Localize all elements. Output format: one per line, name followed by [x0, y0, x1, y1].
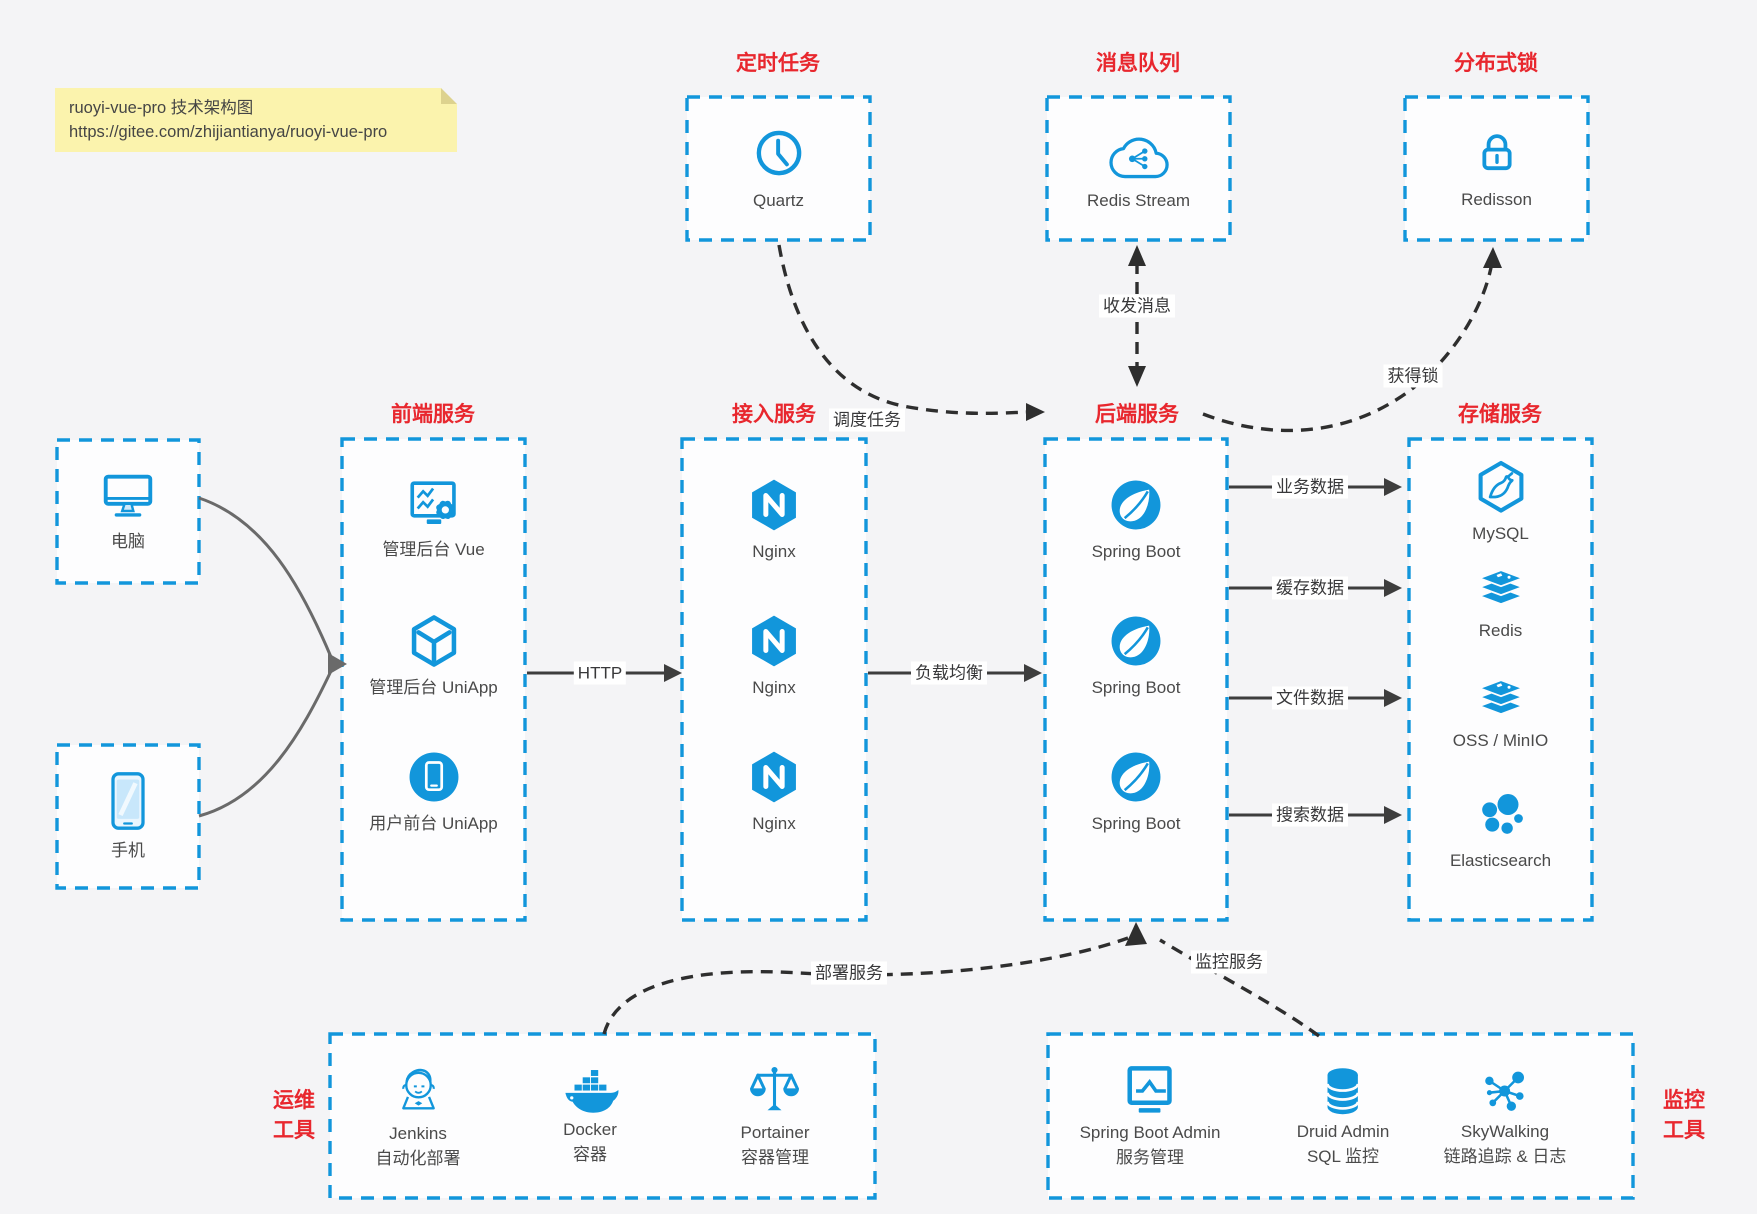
devops-item-docker: Docker 容器 — [559, 1066, 621, 1166]
devops-item-jenkins: Jenkins 自动化部署 — [376, 1062, 461, 1170]
sticky-note: ruoyi-vue-pro 技术架构图 https://gitee.com/zh… — [55, 88, 457, 152]
elasticsearch-icon — [1473, 787, 1529, 843]
database-icon — [1318, 1064, 1368, 1118]
edge-label-business-data: 业务数据 — [1272, 475, 1348, 499]
gateway-item-nginx-2: Nginx — [682, 612, 866, 699]
edge-label-search-data: 搜索数据 — [1272, 803, 1348, 827]
spring-boot-icon — [1107, 748, 1165, 806]
client-curves — [198, 496, 333, 818]
edge-label-file-data: 文件数据 — [1272, 686, 1348, 710]
pc-label: 电脑 — [111, 532, 145, 551]
spring-boot-icon — [1107, 612, 1165, 670]
edge-label-load-balance: 负载均衡 — [911, 661, 987, 685]
monitoring-item-sba: Spring Boot Admin 服务管理 — [1080, 1063, 1220, 1169]
devops-box: Jenkins 自动化部署 Docker 容器 — [330, 1034, 875, 1198]
edge-label-monitor-service: 监控服务 — [1191, 950, 1267, 974]
docker-icon — [559, 1066, 621, 1116]
backend-box: Spring Boot Spring Boot Spring Boot — [1045, 439, 1227, 920]
group-title-backend: 后端服务 — [1095, 403, 1179, 426]
smartphone-icon — [105, 771, 151, 831]
redis-stream-label: Redis Stream — [1087, 191, 1190, 210]
redis-stream-box: Redis Stream — [1047, 97, 1230, 240]
mobile-label: 手机 — [111, 841, 145, 860]
desktop-icon — [97, 470, 159, 522]
jenkins-icon — [391, 1062, 445, 1120]
uniapp-cube-icon — [405, 612, 463, 670]
mysql-icon — [1472, 458, 1530, 516]
lock-icon — [1470, 126, 1524, 180]
redisson-box: Redisson — [1405, 97, 1588, 240]
group-title-devops: 运维 工具 — [273, 1089, 315, 1142]
note-title: ruoyi-vue-pro 技术架构图 — [69, 99, 254, 117]
backend-item-springboot-3: Spring Boot — [1045, 748, 1227, 835]
deploy-curve — [602, 936, 1129, 1035]
storage-item-elasticsearch: Elasticsearch — [1409, 787, 1592, 872]
backend-item-springboot-1: Spring Boot — [1045, 476, 1227, 563]
edge-label-schedule-job: 调度任务 — [829, 408, 905, 432]
edge-label-messages: 收发消息 — [1099, 294, 1175, 318]
schedule-job-curve — [777, 244, 1027, 416]
group-title-storage: 存储服务 — [1458, 403, 1542, 426]
monitoring-item-druid: Druid Admin SQL 监控 — [1297, 1064, 1389, 1168]
pc-box: 电脑 — [57, 440, 199, 583]
frontend-item-admin-vue: 管理后台 Vue — [342, 476, 525, 561]
acquire-lock-curve — [1202, 261, 1494, 433]
spring-boot-icon — [1107, 476, 1165, 534]
monitor-chart-icon — [1121, 1063, 1179, 1119]
storage-item-mysql: MySQL — [1409, 458, 1592, 545]
portainer-scales-icon — [747, 1063, 803, 1119]
gateway-item-nginx-3: Nginx — [682, 748, 866, 835]
group-title-lock: 分布式锁 — [1454, 52, 1538, 75]
monitoring-item-skywalking: SkyWalking 链路追踪 & 日志 — [1444, 1064, 1566, 1168]
note-fold-corner — [441, 88, 457, 104]
frontend-item-admin-uniapp: 管理后台 UniApp — [342, 612, 525, 699]
clock-icon — [751, 125, 807, 181]
group-title-gateway: 接入服务 — [732, 403, 816, 426]
frontend-box: 管理后台 Vue 管理后台 UniApp 用户前台 UniApp — [342, 439, 525, 920]
quartz-box: Quartz — [687, 97, 870, 240]
backend-item-springboot-2: Spring Boot — [1045, 612, 1227, 699]
note-url: https://gitee.com/zhijiantianya/ruoyi-vu… — [69, 123, 388, 141]
oss-stack-icon — [1472, 673, 1530, 723]
devops-item-portainer: Portainer 容器管理 — [741, 1063, 809, 1169]
cloud-share-icon — [1108, 125, 1170, 181]
admin-dashboard-icon — [405, 476, 463, 532]
storage-item-oss-minio: OSS / MinIO — [1409, 673, 1592, 752]
edge-label-cache-data: 缓存数据 — [1272, 576, 1348, 600]
gateway-item-nginx-1: Nginx — [682, 476, 866, 563]
group-title-frontend: 前端服务 — [391, 403, 475, 426]
nginx-icon — [745, 612, 803, 670]
monitoring-box: Spring Boot Admin 服务管理 Druid Admin SQL 监… — [1048, 1034, 1633, 1198]
mobile-box: 手机 — [57, 745, 199, 888]
storage-box: MySQL Redis — [1409, 439, 1592, 920]
redisson-label: Redisson — [1461, 190, 1532, 209]
group-title-monitoring: 监控 工具 — [1663, 1089, 1705, 1142]
quartz-label: Quartz — [752, 191, 805, 210]
redis-stack-icon — [1472, 563, 1530, 613]
edge-label-acquire-lock: 获得锁 — [1383, 364, 1443, 388]
mobile-app-circle-icon — [405, 748, 463, 806]
edge-label-http: HTTP — [573, 661, 627, 685]
storage-item-redis: Redis — [1409, 563, 1592, 642]
edge-label-deploy-service: 部署服务 — [811, 961, 887, 985]
group-title-scheduled: 定时任务 — [736, 52, 820, 75]
gateway-box: Nginx Nginx Nginx — [682, 439, 866, 920]
topology-icon — [1478, 1064, 1532, 1118]
nginx-icon — [745, 748, 803, 806]
nginx-icon — [745, 476, 803, 534]
frontend-item-user-uniapp: 用户前台 UniApp — [342, 748, 525, 835]
group-title-mq: 消息队列 — [1096, 52, 1180, 75]
